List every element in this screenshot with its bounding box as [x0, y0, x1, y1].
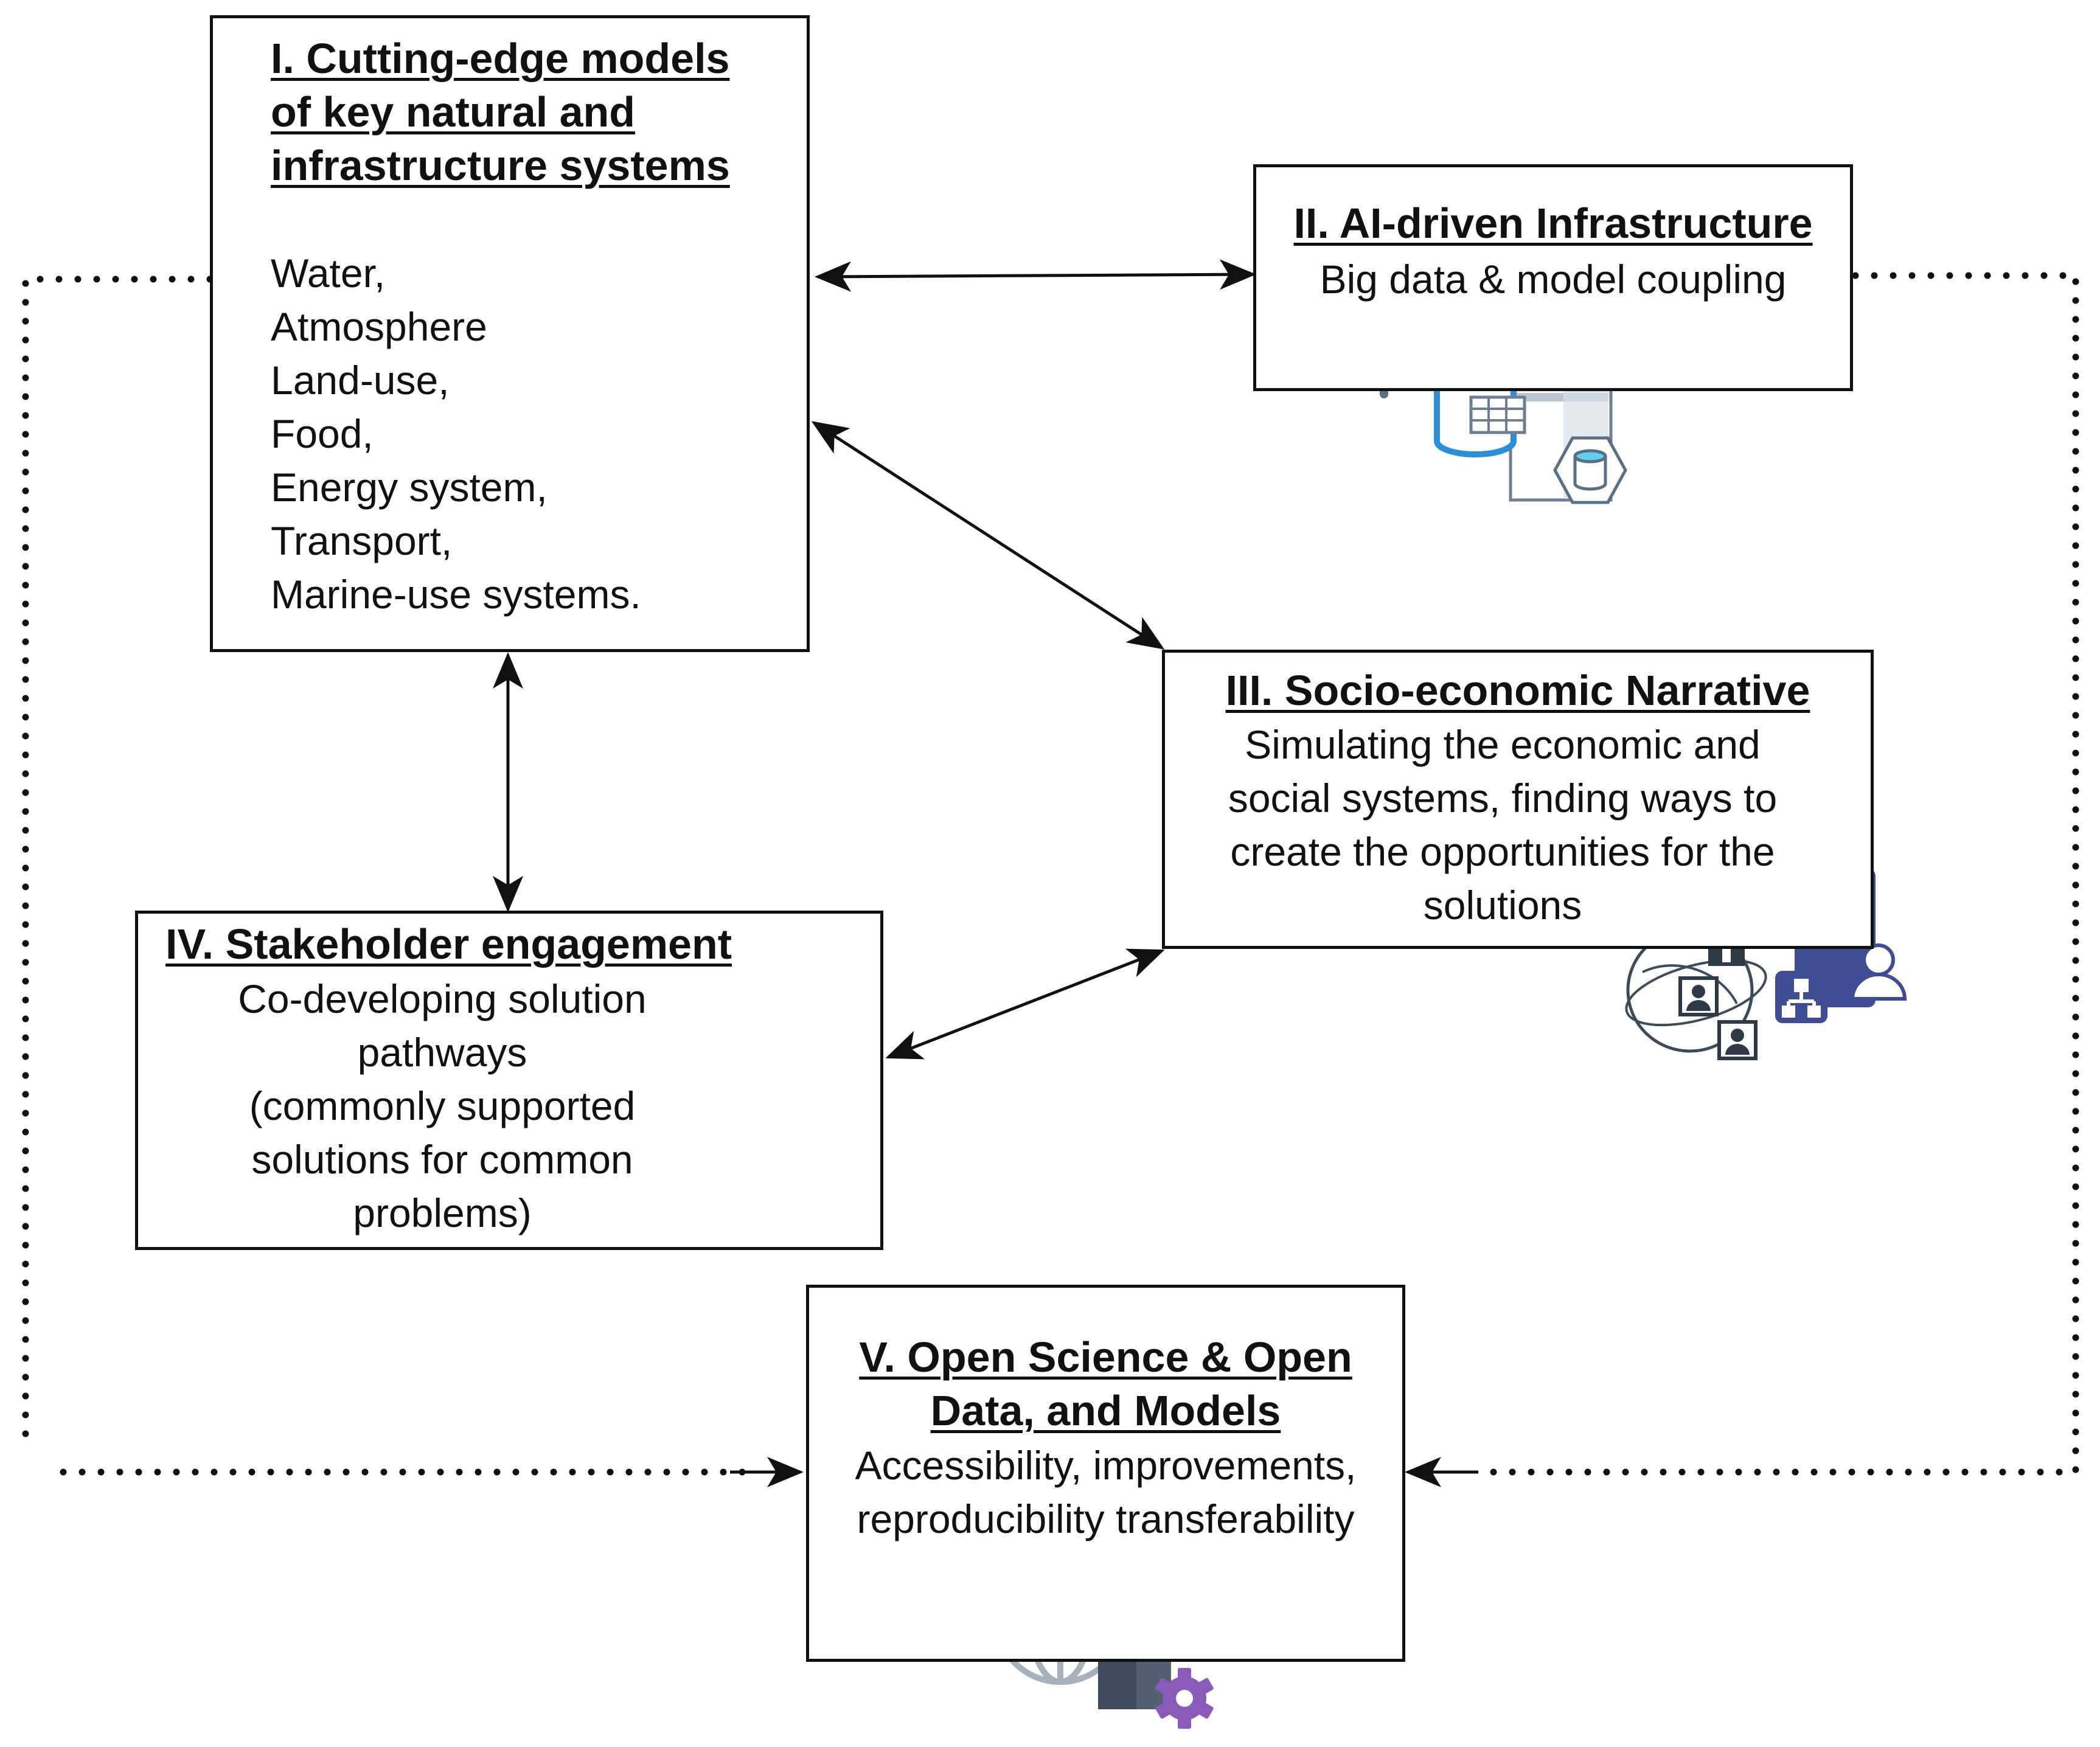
- dotted-feedback-loop-right: [1481, 272, 2079, 1476]
- system-item: Land-use,: [271, 358, 450, 403]
- box-three-title: III. Socio-economic Narrative: [1225, 667, 1810, 714]
- box-five-text: Accessibility, improvements, reproducibi…: [855, 1443, 1357, 1541]
- box-stakeholder-engagement: IV. Stakeholder engagement Co-developing…: [135, 911, 883, 1250]
- box-four-text: Co-developing solution pathways (commonl…: [238, 976, 647, 1235]
- arrow-four-three: [885, 948, 1165, 1060]
- box-one-title: I. Cutting-edge models of key natural an…: [271, 35, 730, 189]
- box-four-title: IV. Stakeholder engagement: [165, 920, 732, 968]
- system-item: Transport,: [271, 518, 453, 563]
- system-item: Food,: [271, 411, 374, 456]
- box-open-science: V. Open Science & Open Data, and Models …: [806, 1285, 1405, 1662]
- system-item: Marine-use systems.: [271, 572, 641, 617]
- system-item: Water,: [271, 251, 386, 296]
- arrow-one-three: [811, 421, 1165, 650]
- box-two-text: Big data & model coupling: [1319, 257, 1787, 302]
- box-five-title: V. Open Science & Open Data, and Models: [859, 1333, 1352, 1434]
- system-item: Energy system,: [271, 465, 548, 510]
- dotted-feedback-loop-left: [22, 276, 749, 1476]
- system-item: Atmosphere: [271, 304, 487, 349]
- box-socio-economic-narrative: III. Socio-economic Narrative Simulating…: [1162, 650, 1874, 949]
- box-ai-driven-infrastructure: II. AI-driven Infrastructure Big data & …: [1253, 164, 1853, 391]
- arrow-one-two: [815, 259, 1256, 292]
- box-cutting-edge-models: I. Cutting-edge models of key natural an…: [210, 15, 810, 652]
- box-one-system-list: Water, Atmosphere Land-use, Food, Energy…: [271, 246, 641, 621]
- box-three-text: Simulating the economic and social syste…: [1228, 722, 1778, 928]
- box-two-title: II. AI-driven Infrastructure: [1293, 200, 1813, 247]
- connectors: [493, 259, 1256, 1060]
